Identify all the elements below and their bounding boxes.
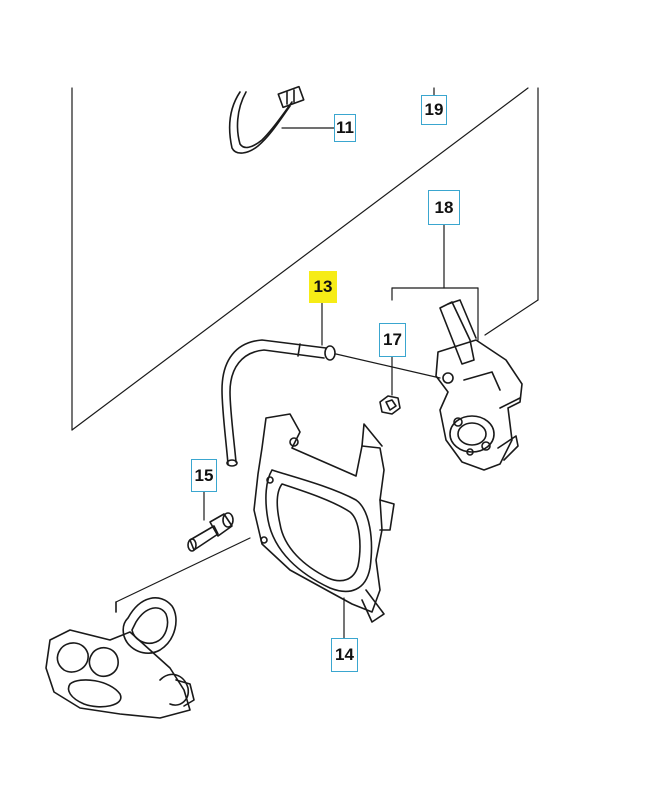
callout-13-text: 13 [313,277,333,296]
part-14-intake-plate [253,413,395,623]
callout-17[interactable]: 17 [379,323,406,357]
intake-manifold [45,537,251,719]
callout-18-text: 18 [434,197,454,217]
callout-11-text: 11 [336,118,354,137]
callout-14-text: 14 [335,645,354,664]
part-18-bracket [435,299,523,471]
callout-11[interactable]: 11 [334,114,356,142]
part-11-wire-harness [228,85,305,154]
leader-18 [391,224,479,341]
leader-13-to-17 [335,353,441,379]
callout-15[interactable]: 15 [191,459,217,492]
callout-13[interactable]: 13 [309,271,337,303]
callout-19[interactable]: 19 [421,95,447,125]
callout-14[interactable]: 14 [331,638,358,672]
part-15-bolt [187,512,234,552]
callout-18[interactable]: 18 [428,190,460,225]
part-17-nut [379,395,401,415]
callout-19-text: 19 [424,100,444,119]
assembly-frame [71,87,539,431]
callout-17-text: 17 [383,330,402,349]
part-13-hose [221,339,336,467]
callout-15-text: 15 [194,465,214,485]
